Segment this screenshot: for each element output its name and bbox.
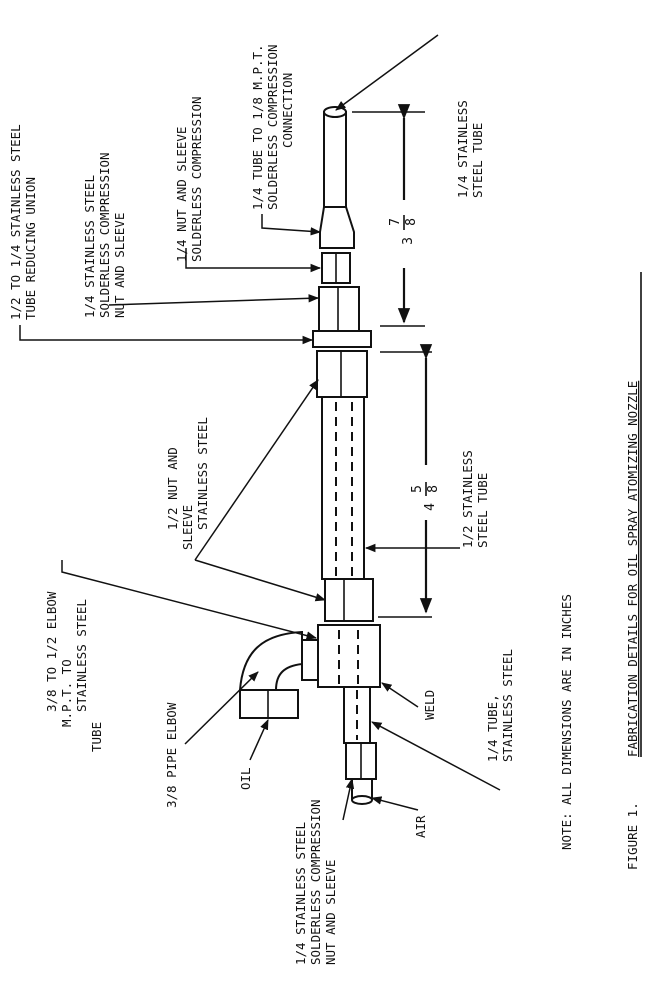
pipe-elbow — [238, 630, 303, 719]
label-elbow: 3/8 TO 1/2 ELBOW M.P.T. TO STAINLESS STE… — [44, 584, 104, 752]
figure-title: FABRICATION DETAILS FOR OIL SPRAY ATOMIZ… — [625, 381, 640, 757]
nozzle-assembly — [238, 106, 381, 805]
label-half-tube: 1/2 STAINLESS STEEL TUBE — [460, 443, 490, 548]
label-top-tube: 1/4 STAINLESS STEEL TUBE — [455, 93, 485, 198]
mpt-connection-taper — [319, 206, 355, 249]
label-bottom-nut-sleeve: 1/4 STAINLESS STEEL SOLDERLESS COMPRESSI… — [293, 792, 338, 965]
dimension-top-whole: 3 — [401, 237, 416, 245]
elbow-tee-body — [317, 624, 381, 688]
label-half-nut-sleeve: 1/2 NUT AND SLEEVE STAINLESS STEEL — [165, 417, 210, 550]
dimension-middle: 4 5 8 — [378, 344, 441, 618]
label-air: AIR — [413, 815, 428, 838]
figure-caption: FIGURE 1. — [625, 802, 640, 870]
reducing-union-body — [318, 286, 360, 332]
dimension-middle-denominator: 8 — [426, 485, 441, 493]
label-pipe-elbow: 3/8 PIPE ELBOW — [164, 702, 179, 808]
label-reducing-union: 1/2 TO 1/4 STAINLESS STEEL TUBE REDUCING… — [8, 117, 38, 320]
leader-lines — [19, 34, 501, 821]
lower-half-nut — [324, 578, 374, 622]
label-oil: OIL — [238, 767, 253, 790]
label-weld: WELD — [422, 690, 437, 720]
half-inch-tube — [321, 396, 365, 580]
dimension-middle-numerator: 5 — [410, 485, 425, 493]
label-mpt-connection: 1/4 TUBE TO 1/8 M.P.T. SOLDERLESS COMPRE… — [250, 37, 295, 210]
dimension-note: NOTE: ALL DIMENSIONS ARE IN INCHES — [559, 594, 574, 850]
dimension-top-denominator: 8 — [404, 218, 419, 226]
label-top-nut-sleeve: 1/4 STAINLESS STEEL SOLDERLESS COMPRESSI… — [82, 145, 127, 318]
upper-half-nut — [316, 350, 368, 398]
elbow-side-boss — [301, 639, 319, 681]
dimension-top: 3 7 8 — [352, 104, 425, 327]
label-bottom-tube: 1/4 TUBE, STAINLESS STEEL — [485, 649, 515, 762]
label-nut-sleeve-compression: 1/4 NUT AND SLEEVE SOLDERLESS COMPRESSIO… — [174, 96, 204, 262]
reducing-union-flange — [312, 330, 372, 348]
dimension-middle-whole: 4 — [423, 503, 438, 511]
top-quarter-tube — [323, 106, 347, 208]
dimension-top-numerator: 7 — [388, 218, 403, 226]
